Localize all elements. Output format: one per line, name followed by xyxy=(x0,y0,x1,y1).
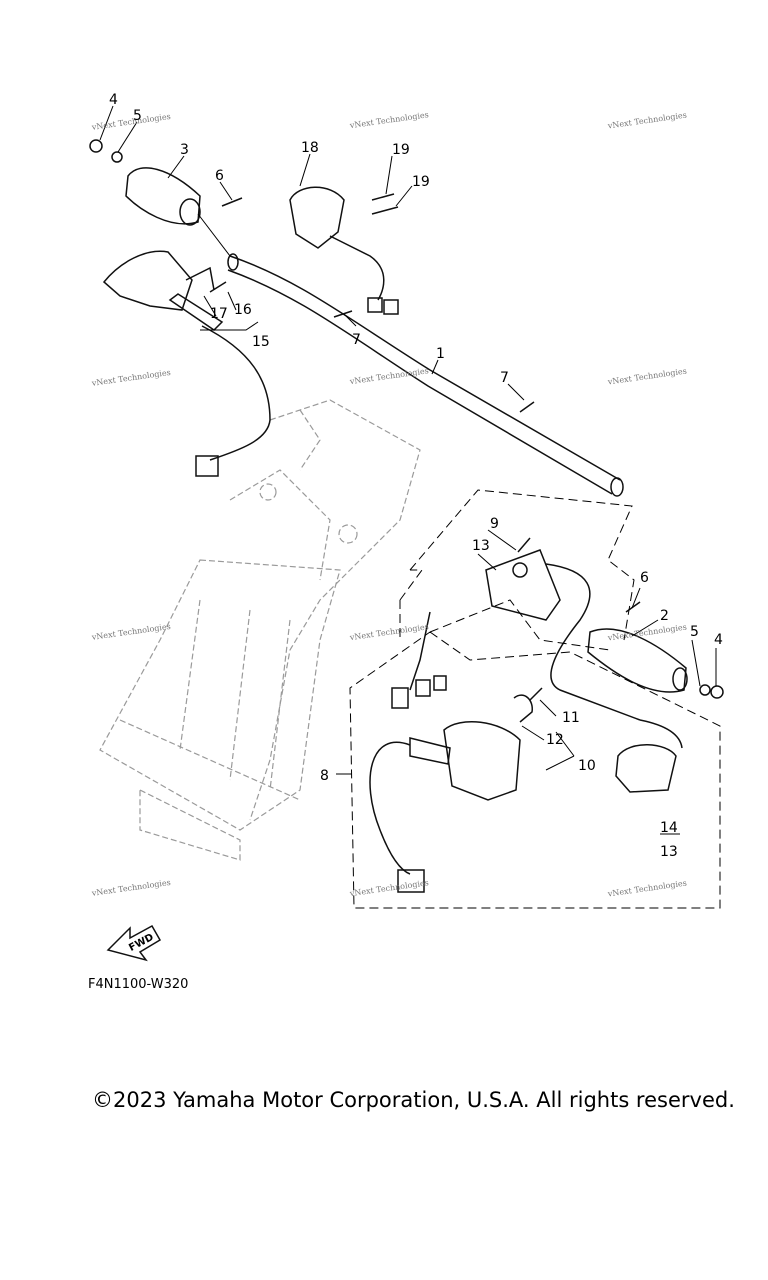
callout-5: 5 xyxy=(133,108,142,124)
callout-19: 19 xyxy=(392,142,410,158)
lanyard-switch-14 xyxy=(615,719,683,793)
callout-13: 13 xyxy=(660,844,678,860)
callout-2: 2 xyxy=(660,608,669,624)
right-housing-8 xyxy=(369,694,533,893)
callout-18: 18 xyxy=(301,140,319,156)
throttle-assembly xyxy=(102,250,271,477)
callout-6: 6 xyxy=(215,168,224,184)
callout-4: 4 xyxy=(109,92,118,108)
callout-8: 8 xyxy=(320,768,329,784)
watermark: vNext Technologies xyxy=(606,366,687,386)
callout-10: 10 xyxy=(578,758,596,774)
copyright-notice: ©2023 Yamaha Motor Corporation, U.S.A. A… xyxy=(92,1088,735,1112)
steering-column-outline xyxy=(99,399,421,861)
callout-11: 11 xyxy=(562,710,580,726)
callout-5: 5 xyxy=(690,624,699,640)
callout-3: 3 xyxy=(180,142,189,158)
callout-13: 13 xyxy=(472,538,490,554)
callout-4: 4 xyxy=(714,632,723,648)
leader-lines xyxy=(99,105,717,835)
callout-6: 6 xyxy=(640,570,649,586)
watermark: vNext Technologies xyxy=(90,622,171,642)
callout-15: 15 xyxy=(252,334,270,350)
callout-12: 12 xyxy=(546,732,564,748)
fwd-arrow-icon: FWD xyxy=(106,924,162,962)
watermark: vNext Technologies xyxy=(348,110,429,130)
diagram-code: F4N1100-W320 xyxy=(88,977,189,992)
control-box-13 xyxy=(391,549,641,721)
left-grip xyxy=(125,167,231,257)
callout-14: 14 xyxy=(660,820,678,836)
callout-17: 17 xyxy=(210,306,228,322)
fasteners xyxy=(89,139,724,701)
watermark: vNext Technologies xyxy=(90,368,171,388)
callout-19: 19 xyxy=(412,174,430,190)
callout-9: 9 xyxy=(490,516,499,532)
watermark: vNext Technologies xyxy=(90,112,171,132)
callout-7: 7 xyxy=(352,332,361,348)
watermark: vNext Technologies xyxy=(348,366,429,386)
watermark: vNext Technologies xyxy=(348,622,429,642)
assembly-boundaries xyxy=(349,489,721,909)
watermark: vNext Technologies xyxy=(606,110,687,130)
watermark: vNext Technologies xyxy=(606,878,687,898)
switch-housing-18 xyxy=(289,186,399,315)
watermark: vNext Technologies xyxy=(348,878,429,898)
watermark: vNext Technologies xyxy=(90,878,171,898)
watermark: vNext Technologies xyxy=(606,622,687,642)
callout-1: 1 xyxy=(436,346,445,362)
watermarks: vNext Technologies vNext Technologies vN… xyxy=(90,110,687,898)
right-grip xyxy=(587,628,688,693)
callout-labels: 1 2 3 4 4 5 5 6 6 7 7 8 9 10 11 12 13 13… xyxy=(109,92,723,860)
handlebar xyxy=(227,253,624,497)
callout-16: 16 xyxy=(234,302,252,318)
callout-7: 7 xyxy=(500,370,509,386)
